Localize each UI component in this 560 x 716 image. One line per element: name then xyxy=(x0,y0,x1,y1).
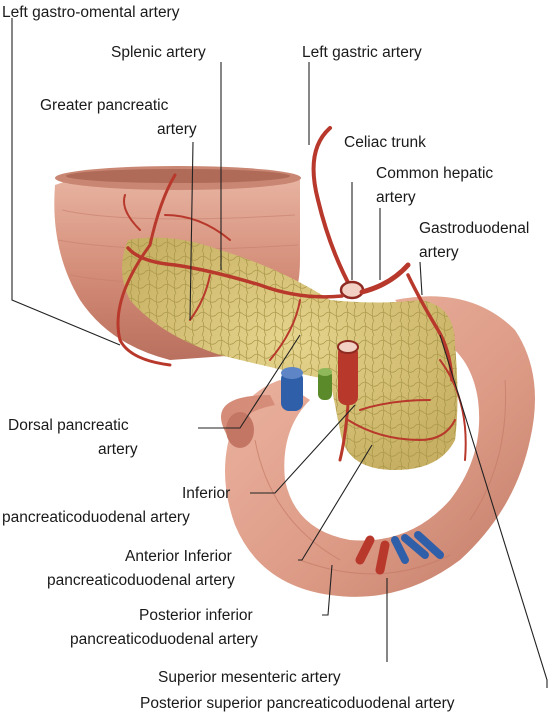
pancreas xyxy=(121,237,458,470)
label-inferior-pd-artery-line1: Inferior xyxy=(182,485,230,502)
label-anterior-inferior-pd-artery-line2: pancreaticoduodenal artery xyxy=(47,572,235,589)
duodenum xyxy=(221,296,535,597)
vessels xyxy=(281,340,444,575)
label-dorsal-pancreatic-artery-line1: Dorsal pancreatic xyxy=(8,417,129,434)
labels: Left gastro-omental artery Splenic arter… xyxy=(2,4,529,712)
label-common-hepatic-artery-line1: Common hepatic xyxy=(376,165,493,182)
label-left-gastro-omental-artery: Left gastro-omental artery xyxy=(2,4,180,21)
label-greater-pancreatic-artery-line1: Greater pancreatic xyxy=(40,97,169,114)
leader-lines xyxy=(11,18,548,688)
label-anterior-inferior-pd-artery-line1: Anterior Inferior xyxy=(125,548,232,565)
label-inferior-pd-artery-line2: pancreaticoduodenal artery xyxy=(2,509,190,526)
label-splenic-artery: Splenic artery xyxy=(111,44,206,61)
label-left-gastric-artery: Left gastric artery xyxy=(302,44,422,61)
label-gastroduodenal-artery-line1: Gastroduodenal xyxy=(419,220,529,237)
label-posterior-superior-pd-artery: Posterior superior pancreaticoduodenal a… xyxy=(140,695,455,712)
label-superior-mesenteric-artery: Superior mesenteric artery xyxy=(158,669,341,686)
label-gastroduodenal-artery-line2: artery xyxy=(419,244,459,261)
label-common-hepatic-artery-line2: artery xyxy=(376,189,416,206)
label-dorsal-pancreatic-artery-line2: artery xyxy=(98,441,138,458)
label-posterior-inferior-pd-artery-line1: Posterior inferior xyxy=(139,607,253,624)
label-posterior-inferior-pd-artery-line2: pancreaticoduodenal artery xyxy=(70,631,258,648)
label-celiac-trunk: Celiac trunk xyxy=(344,134,426,151)
label-greater-pancreatic-artery-line2: artery xyxy=(157,121,197,138)
arteries xyxy=(116,126,467,462)
